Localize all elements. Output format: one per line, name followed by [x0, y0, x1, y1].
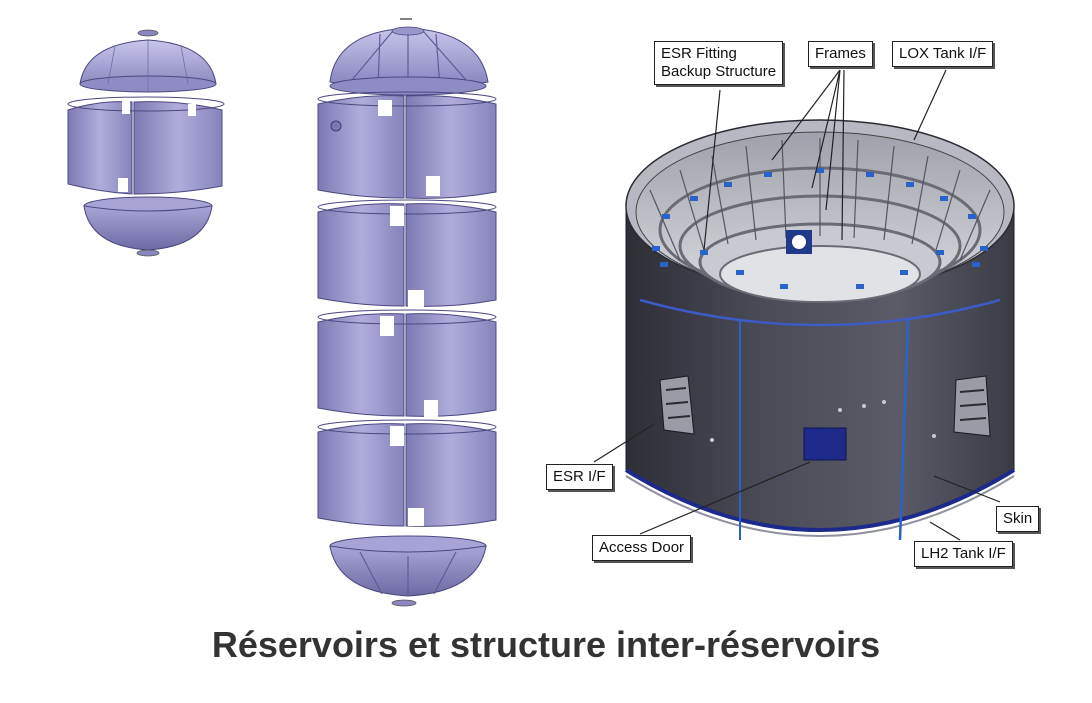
callout-lox-tank-if: LOX Tank I/F: [892, 41, 994, 67]
leader-lines: [593, 69, 1001, 541]
intertank-structure: [624, 119, 1016, 541]
callout-esr-fitting-line2: Backup Structure: [661, 63, 777, 80]
callout-esr-fitting-line1: ESR Fitting: [661, 45, 737, 62]
figure-caption: Réservoirs et structure inter-réservoirs: [211, 624, 881, 665]
access-door: [803, 427, 847, 461]
callout-lh2-tank-if: LH2 Tank I/F: [914, 541, 1013, 567]
small-tank-bottom-dome: [83, 205, 213, 251]
callout-esr-fitting-backup-structure: ESR Fitting Backup Structure: [654, 41, 784, 85]
small-tank-barrel-right: [133, 101, 223, 195]
callout-access-door: Access Door: [592, 535, 692, 561]
callout-esr-if: ESR I/F: [546, 464, 613, 490]
tall-tank-exploded: [317, 18, 497, 607]
callout-skin: Skin: [996, 506, 1040, 532]
small-tank-barrel-left: [67, 101, 133, 195]
callout-frames: Frames: [808, 41, 873, 67]
small-tank-exploded: [67, 29, 225, 257]
esr-fitting-left: [659, 375, 695, 435]
small-tank-top-cap: [137, 29, 159, 37]
